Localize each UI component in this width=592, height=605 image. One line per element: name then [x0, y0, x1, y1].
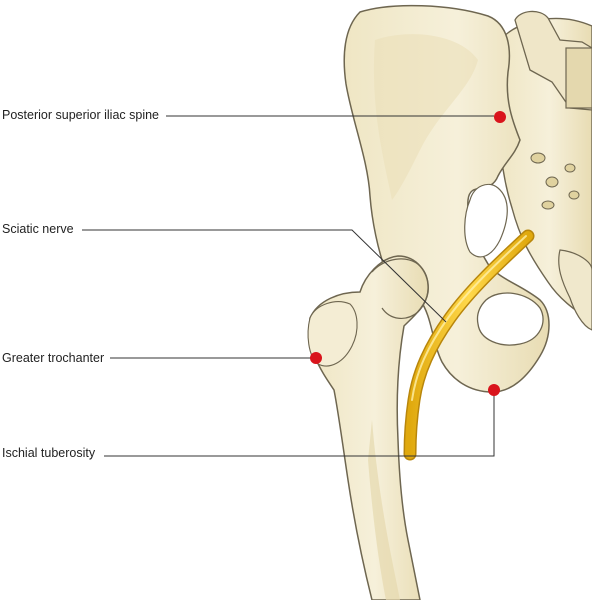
femur-shading [368, 420, 400, 600]
landmark-dot-psis [494, 111, 506, 123]
coccyx [558, 249, 592, 331]
label-sciatic-nerve: Sciatic nerve [2, 222, 74, 236]
obturator-foramen [476, 292, 544, 346]
iliac-shading [373, 34, 478, 201]
sciatic-nerve-fill [405, 231, 533, 459]
sacral-foramen [530, 152, 546, 164]
sacral-foramen [541, 200, 555, 210]
label-posterior-superior-iliac-spine: Posterior superior iliac spine [2, 108, 160, 122]
landmark-dot-greater-trochanter [310, 352, 322, 364]
sacral-foramen [545, 176, 559, 188]
label-greater-trochanter: Greater trochanter [2, 351, 105, 365]
vertebra-body [565, 47, 592, 109]
leader-line-sciatic [82, 229, 447, 323]
leader-line-it [104, 390, 495, 457]
sciatic-nerve-highlight [411, 235, 527, 401]
greater-sciatic-notch [464, 183, 508, 258]
sacral-foramen [568, 190, 580, 200]
sacral-foramen [564, 163, 576, 173]
label-ischial-tuberosity: Ischial tuberosity [2, 446, 96, 460]
femoral-head [371, 258, 429, 319]
greater-trochanter-bone [307, 301, 358, 367]
landmark-dot-ischial-tuberosity [488, 384, 500, 396]
